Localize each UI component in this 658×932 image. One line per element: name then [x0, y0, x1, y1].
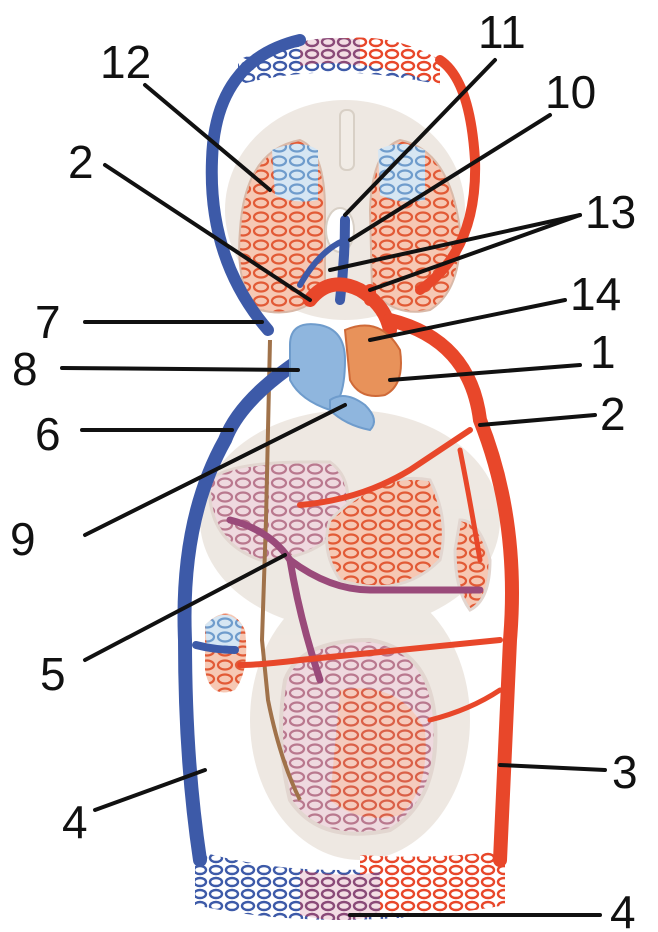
leader-line-3	[500, 765, 605, 770]
label-2-lower: 2	[600, 388, 626, 440]
legs-capillary-bed	[195, 850, 505, 920]
label-11: 10	[545, 66, 596, 118]
label-2-upper: 2	[68, 136, 94, 188]
label-15: 14	[570, 268, 621, 320]
label-13: 12	[100, 36, 151, 88]
label-5: 4	[62, 796, 88, 848]
label-9: 8	[12, 343, 38, 395]
head-capillary-bed	[238, 38, 440, 86]
label-10: 9	[10, 513, 36, 565]
leader-line-9	[62, 368, 298, 370]
label-8: 7	[35, 296, 61, 348]
leader-line-1	[390, 365, 580, 380]
label-6: 5	[40, 648, 66, 700]
label-7: 6	[35, 408, 61, 460]
label-3: 3	[612, 746, 638, 798]
label-1: 1	[590, 326, 616, 378]
label-4: 4	[610, 886, 636, 932]
label-12: 11	[478, 6, 526, 58]
label-14: 13	[585, 186, 636, 238]
leader-line-2b	[480, 415, 595, 425]
